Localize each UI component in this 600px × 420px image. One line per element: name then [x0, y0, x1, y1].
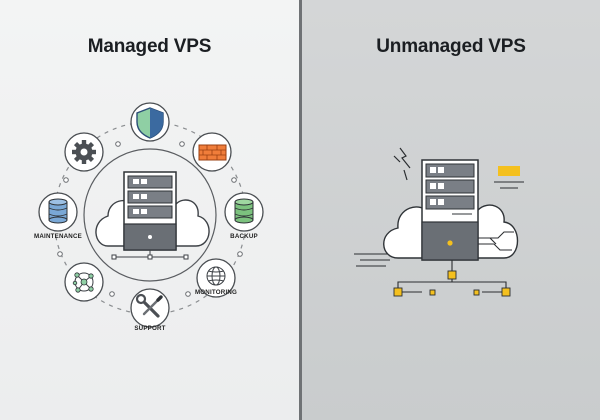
- server-icon: [123, 171, 177, 251]
- wrench-screwdriver-icon: [130, 288, 170, 328]
- shield-icon: [130, 102, 170, 142]
- globe-icon: [196, 258, 236, 298]
- firewall-icon: [192, 132, 232, 172]
- managed-vps-title: Managed VPS: [87, 36, 212, 57]
- log-lines-icon: [354, 253, 390, 267]
- backup-database-icon: [224, 192, 264, 232]
- server-icon: [421, 159, 479, 261]
- inner-ring: [83, 148, 217, 282]
- unmanaged-vps-diagram: [354, 147, 524, 297]
- broken-signal-icon: [393, 147, 411, 181]
- managed-vps-diagram: MAINTENANCE BACKUP: [34, 102, 264, 332]
- panel-divider: [299, 0, 302, 420]
- backup-label: BACKUP: [230, 233, 258, 240]
- support-label: SUPPORT: [134, 325, 165, 332]
- network-line: [111, 250, 189, 260]
- status-tag-icon: [494, 166, 524, 189]
- unmanaged-vps-title: Unmanaged VPS: [376, 36, 526, 57]
- gear-icon: [64, 132, 104, 172]
- managed-vps-panel: Managed VPS: [0, 0, 299, 420]
- network-nodes-icon: [64, 262, 104, 302]
- loose-cables-icon: [478, 231, 514, 251]
- network-nodes: [393, 270, 511, 297]
- unmanaged-vps-panel: Unmanaged VPS: [302, 0, 600, 420]
- maintenance-label: MAINTENANCE: [34, 233, 82, 240]
- maintenance-database-icon: [38, 192, 78, 232]
- monitoring-label: MONITORING: [195, 289, 237, 296]
